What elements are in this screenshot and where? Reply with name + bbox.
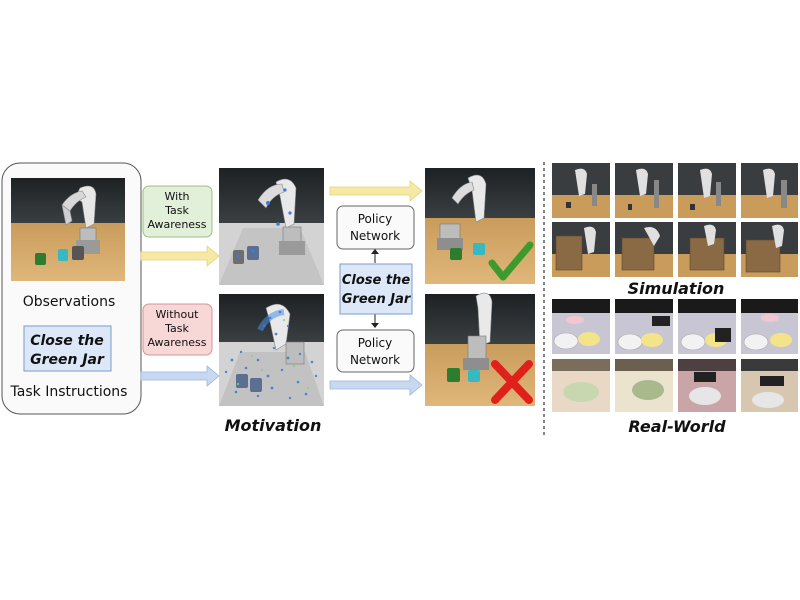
real-world-grid — [552, 299, 798, 412]
center-instruction-line-1: Close the — [342, 273, 410, 288]
arrow-without-awareness — [140, 365, 220, 387]
policy-bottom-line-1: Policy — [358, 336, 393, 350]
without-line-2: Task — [164, 322, 189, 335]
sim-frame — [552, 163, 610, 218]
center-instruction-line-2: Green Jar — [342, 292, 412, 307]
real-frame — [741, 359, 798, 412]
arrow-with-awareness — [140, 245, 220, 267]
real-frame — [678, 359, 736, 412]
motivation-label: Motivation — [225, 416, 322, 435]
observations-label: Observations — [23, 294, 116, 310]
with-task-awareness-box: With Task Awareness — [142, 185, 213, 238]
aware-feature-image — [219, 168, 324, 285]
real-frame — [678, 299, 736, 354]
sim-frame — [678, 163, 736, 218]
sim-frame — [741, 222, 798, 277]
cross-icon — [491, 360, 533, 404]
with-line-3: Awareness — [147, 218, 206, 231]
sim-frame — [552, 222, 610, 277]
sim-frame — [615, 163, 673, 218]
arrow-to-success — [329, 180, 423, 202]
observation-image — [11, 178, 125, 281]
simulation-grid — [552, 163, 798, 277]
real-frame — [741, 299, 798, 354]
instruction-line-2: Green Jar — [30, 352, 105, 368]
sim-frame — [741, 163, 798, 218]
center-instruction-box: Close the Green Jar — [339, 249, 413, 328]
policy-top-line-1: Policy — [358, 212, 393, 226]
with-line-1: With — [165, 190, 190, 203]
success-outcome-image — [425, 168, 535, 284]
instruction-box — [23, 325, 112, 372]
unaware-feature-image — [219, 294, 324, 406]
simulation-label: Simulation — [628, 279, 725, 298]
instruction-line-1: Close the — [30, 333, 104, 349]
task-instructions-label: Task Instructions — [10, 384, 128, 400]
real-frame — [552, 359, 610, 412]
policy-bottom-line-2: Network — [350, 353, 400, 367]
real-world-label: Real-World — [628, 417, 726, 436]
real-frame — [552, 299, 610, 354]
policy-top-line-2: Network — [350, 229, 400, 243]
with-line-2: Task — [164, 204, 189, 217]
input-panel: Observations Close the Green Jar Task In… — [1, 162, 142, 415]
without-line-3: Awareness — [147, 336, 206, 349]
failure-outcome-image — [425, 292, 535, 406]
real-frame — [615, 359, 673, 412]
sim-frame — [615, 222, 673, 277]
without-task-awareness-box: Without Task Awareness — [142, 303, 213, 356]
without-line-1: Without — [156, 308, 200, 321]
check-icon — [488, 241, 534, 281]
real-frame — [615, 299, 673, 354]
policy-network-bottom: Policy Network — [336, 329, 415, 373]
sim-frame — [678, 222, 736, 277]
policy-network-top: Policy Network — [336, 205, 415, 250]
arrow-to-failure — [329, 374, 423, 396]
